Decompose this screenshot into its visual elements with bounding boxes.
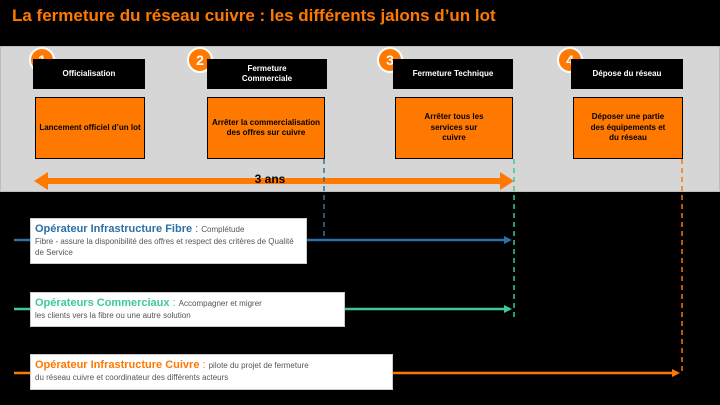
operator-commercial-role-start: Accompagner et migrer — [178, 299, 262, 308]
duration-arrow — [34, 172, 514, 190]
phase-description-1: Lancement officiel d’un lot — [35, 97, 145, 159]
operator-fibre-role-start: Complétude — [201, 225, 245, 234]
operator-commercial-box: Opérateurs Commerciaux : Accompagner et … — [30, 292, 345, 327]
operator-cuivre-box: Opérateur Infrastructure Cuivre : pilote… — [30, 354, 393, 390]
operator-cuivre-role-start: pilote du projet de fermeture — [208, 361, 309, 370]
operator-commercial-name: Opérateurs Commerciaux — [35, 297, 170, 309]
operator-cuivre-name: Opérateur Infrastructure Cuivre — [35, 359, 200, 371]
phase-description-4: Déposer une partie des équipements et du… — [573, 97, 683, 159]
phase-title-3: Fermeture Technique — [393, 59, 513, 89]
operator-fibre-name: Opérateur Infrastructure Fibre — [35, 223, 193, 235]
duration-label: 3 ans — [254, 172, 286, 186]
phase-description-2: Arrêter la commercialisation des offres … — [207, 97, 325, 159]
operator-cuivre-separator: : — [199, 359, 209, 371]
phase-title-1: Officialisation — [33, 59, 145, 89]
phase-description-3: Arrêter tous les services sur cuivre — [395, 97, 513, 159]
operator-commercial-role: les clients vers la fibre ou une autre s… — [35, 310, 191, 320]
phase-title-2: Fermeture Commerciale — [207, 59, 327, 89]
operator-fibre-box: Opérateur Infrastructure Fibre : Complét… — [30, 218, 307, 264]
operator-fibre-role: Fibre - assure la disponibilité des offr… — [35, 236, 294, 257]
phase-title-4: Dépose du réseau — [571, 59, 683, 89]
operator-fibre-separator: : — [192, 223, 202, 235]
operator-commercial-separator: : — [169, 297, 179, 309]
page-title: La fermeture du réseau cuivre : les diff… — [12, 6, 496, 25]
operator-cuivre-role: du réseau cuivre et coordinateur des dif… — [35, 372, 229, 382]
